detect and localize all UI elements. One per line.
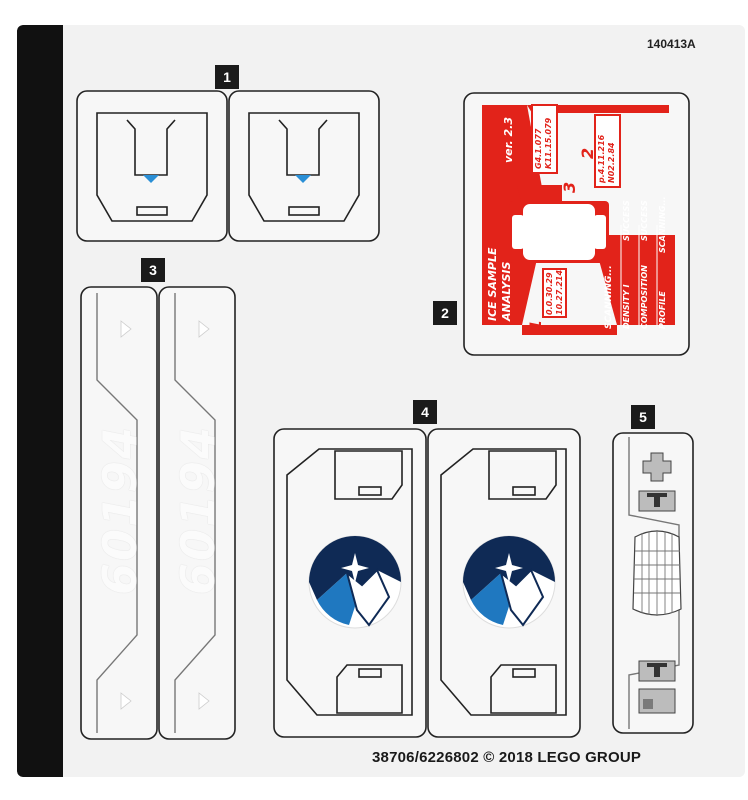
box-2-line2: K11.15.079 [544,117,553,169]
sticker-3-model-number: 60194 [171,424,225,595]
sticker-number-5: 5 [631,405,655,429]
sticker-artwork [76,90,694,740]
copyright-footer: 38706/6226802 © 2018 LEGO GROUP [372,749,642,766]
box-1-line2: 10.27.214 [555,269,564,315]
label-2: 2 [578,147,597,159]
row-value-density: SUCCESS [622,200,631,241]
sticker-4 [273,428,581,738]
box-1-line1: 0.0.30.29 [545,272,554,315]
row-value-composition: SUCCESS [640,200,649,241]
box-2-line1: G4.1.077 [534,128,543,169]
dpad-icon [642,452,672,482]
version-label: ver. 2.3 [502,117,515,163]
status-header: SCANNING... [604,265,614,329]
mountain-logo-icon [462,535,556,629]
sticker-number-3: 3 [141,258,165,282]
mountain-logo-icon [308,535,402,629]
panel-icon [638,688,676,714]
row-key-profile: PROFILE [658,291,667,329]
sticker-5 [612,432,694,734]
box-3-line1: p.4.11.216 [597,134,606,183]
keyboard-icon [632,530,682,616]
sticker-number-4: 4 [413,400,437,424]
sticker-3 [80,286,236,740]
analysis-title-line1: ICE SAMPLE [486,247,499,321]
box-3-line2: N02.2.84 [607,142,616,183]
label-1: 1 [526,319,545,331]
row-key-density: DENSITY I [622,284,631,329]
sticker-3-model-number: 60194 [93,424,147,595]
slider-icon [638,490,676,512]
sticker-1 [76,90,380,242]
sticker-number-1: 1 [215,65,239,89]
row-value-profile: SCANNING... [658,196,667,253]
sheet-edge-bar [17,25,63,777]
sheet-code: 140413A [647,37,696,51]
row-key-composition: COMPOSITION [640,265,649,329]
label-3: 3 [560,181,579,193]
ice-sample-analysis-panel: ver. 2.3 ICE SAMPLE ANALYSIS G4.1.077 K1… [464,93,689,355]
analysis-title-line2: ANALYSIS [500,261,513,321]
sample-bracket-icon [509,201,609,263]
sticker-number-2: 2 [433,301,457,325]
sticker-sheet: 140413A [17,25,745,777]
slider-icon [638,660,676,682]
